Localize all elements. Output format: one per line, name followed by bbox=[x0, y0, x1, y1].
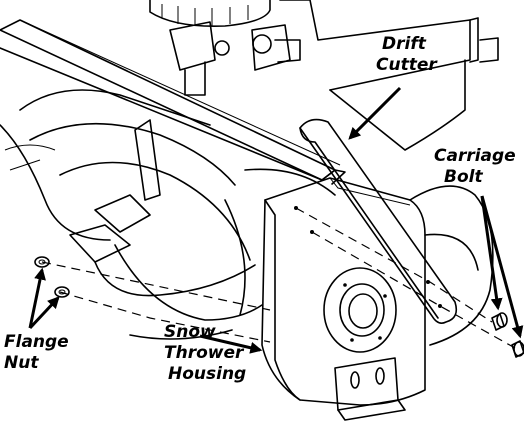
arrow-flange-nut-2 bbox=[28, 296, 60, 330]
arrow-snow-thrower-housing bbox=[199, 334, 263, 354]
housing-side-plate bbox=[261, 177, 426, 421]
label-flange-nut: Flange Nut bbox=[4, 332, 69, 373]
arrow-drift-cutter bbox=[348, 86, 402, 140]
auger bbox=[0, 89, 336, 340]
housing-rear bbox=[409, 185, 494, 346]
flange-nut-upper bbox=[34, 256, 50, 268]
callout-arrows bbox=[28, 86, 524, 354]
arrow-carriage-bolt-1 bbox=[480, 195, 503, 311]
label-snow-thrower-housing: Snow Thrower Housing bbox=[164, 322, 247, 384]
carriage-bolt-upper bbox=[491, 312, 508, 331]
label-carriage-bolt: Carriage Bolt bbox=[434, 146, 516, 187]
carriage-bolt-lower bbox=[511, 340, 524, 358]
arrow-flange-nut-1 bbox=[28, 267, 46, 329]
top-rail bbox=[0, 19, 346, 185]
engine-top bbox=[149, 0, 271, 28]
flange-nut-lower bbox=[54, 286, 70, 298]
mount-bracket bbox=[169, 21, 301, 96]
arrow-carriage-bolt-2 bbox=[480, 195, 524, 339]
frame-plate bbox=[279, 0, 499, 151]
label-drift-cutter: Drift Cutter bbox=[376, 34, 437, 75]
alignment-lines bbox=[41, 207, 516, 349]
